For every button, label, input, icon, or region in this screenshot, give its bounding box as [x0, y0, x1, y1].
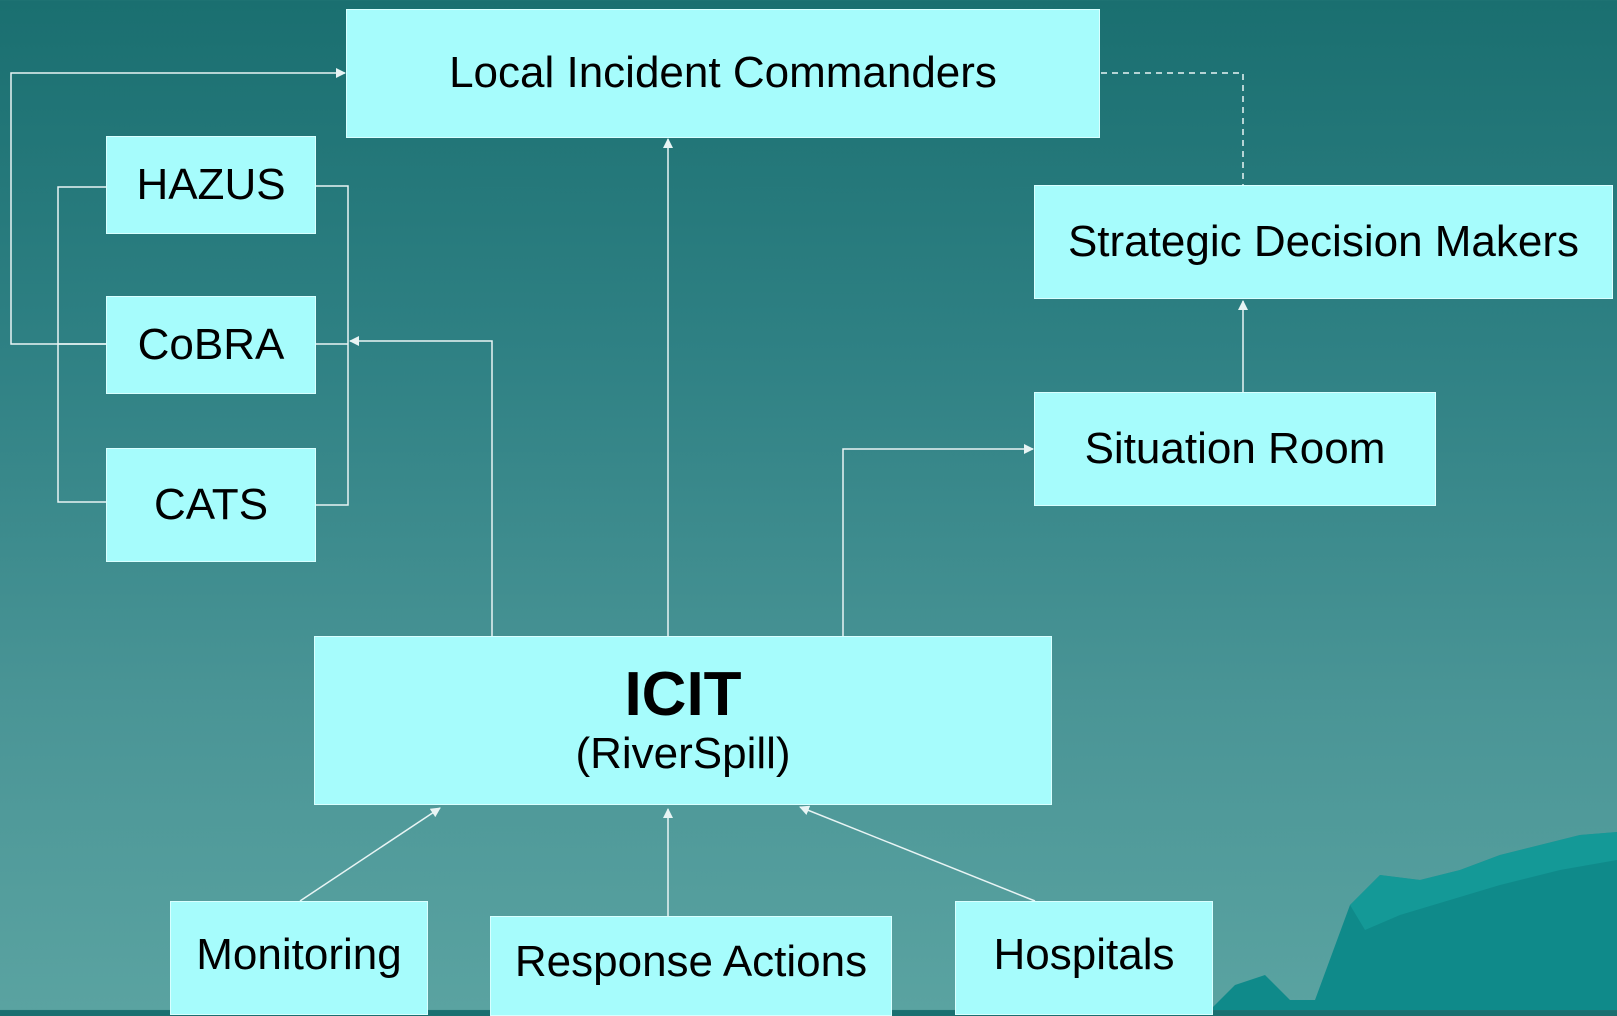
icit-subtitle: (RiverSpill) — [575, 729, 791, 779]
node-label: Monitoring — [196, 930, 402, 979]
connector-hospitals-to-icit — [799, 805, 1036, 902]
connector-icit-to-situation-room — [842, 444, 1034, 636]
node-response-actions: Response Actions — [490, 916, 892, 1016]
connector-strategic-to-commanders-dashed — [1101, 72, 1244, 185]
node-monitoring: Monitoring — [170, 901, 428, 1015]
node-label: CoBRA — [137, 319, 285, 369]
node-situation-room: Situation Room — [1034, 392, 1436, 506]
node-strategic-decision-makers: Strategic Decision Makers — [1034, 185, 1613, 299]
connector-icit-to-cobra — [349, 336, 493, 636]
bracket-right-models — [316, 185, 349, 506]
node-label: Situation Room — [1084, 423, 1386, 473]
node-hazus: HAZUS — [106, 136, 316, 234]
node-label: CATS — [153, 479, 269, 529]
node-local-incident-commanders: Local Incident Commanders — [346, 9, 1100, 138]
node-cats: CATS — [106, 448, 316, 562]
node-label: Local Incident Commanders — [449, 48, 997, 98]
node-label: Strategic Decision Makers — [1067, 216, 1580, 266]
decorative-mountain-ridge — [1350, 832, 1617, 930]
node-label: Hospitals — [993, 930, 1175, 979]
connectors — [10, 68, 1248, 916]
connector-monitoring-to-icit — [299, 807, 441, 902]
node-label: HAZUS — [136, 159, 286, 209]
icit-title: ICIT — [624, 660, 742, 730]
node-hospitals: Hospitals — [955, 901, 1213, 1015]
node-cobra: CoBRA — [106, 296, 316, 394]
node-label: Response Actions — [514, 937, 868, 986]
node-icit: ICIT (RiverSpill) — [314, 636, 1052, 805]
